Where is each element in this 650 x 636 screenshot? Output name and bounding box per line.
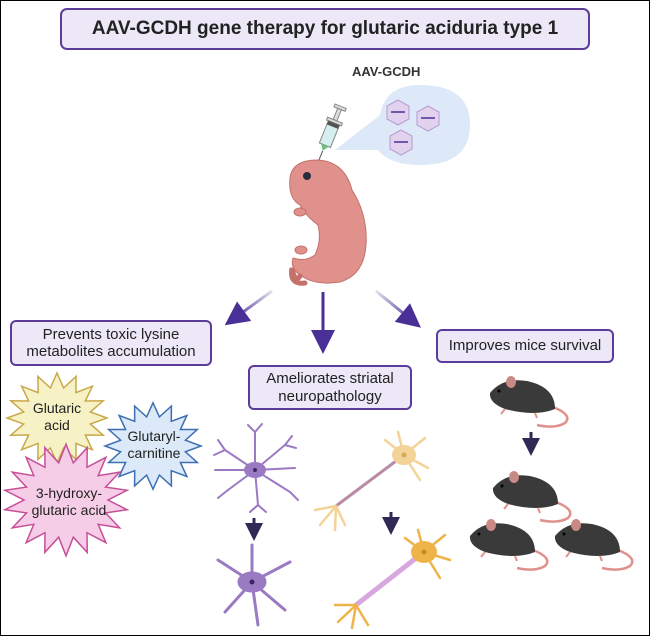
vector-label: AAV-GCDH xyxy=(352,64,421,79)
neuron-healthy-illustration xyxy=(333,528,452,630)
outcome-neuropathology: Ameliorates striatal neuropathology xyxy=(248,365,412,410)
astrocyte-normal-illustration xyxy=(216,543,292,627)
outcome-survival: Improves mice survival xyxy=(436,329,614,363)
aav-capsid-icon xyxy=(416,105,440,132)
metabolite-3-hydroxyglutaric-acid-label: 3-hydroxy-glutaric acid xyxy=(31,485,107,518)
astrocyte-reactive-illustration xyxy=(213,423,299,513)
aav-bubble xyxy=(335,85,470,165)
neuron-degenerated-illustration xyxy=(313,430,430,532)
aav-capsid-icon xyxy=(386,99,410,126)
outcome-metabolites: Prevents toxic lysine metabolites accumu… xyxy=(10,320,212,366)
metabolite-glutaric-acid-label: Glutaric acid xyxy=(32,400,82,433)
metabolite-glutarylcarnitine-label: Glutaryl-carnitine xyxy=(127,428,181,461)
mouse-icon xyxy=(489,376,569,428)
metabolite-starburst xyxy=(102,400,204,492)
mouse-icon xyxy=(469,519,549,571)
figure-title: AAV-GCDH gene therapy for glutaric acidu… xyxy=(60,8,590,50)
mouse-icon xyxy=(492,471,572,523)
mouse-icon xyxy=(554,519,634,571)
arrow-to-left-outcome xyxy=(224,289,273,326)
mouse-pup-illustration xyxy=(289,159,367,286)
metabolite-starburst xyxy=(2,442,130,558)
arrow-to-right-outcome xyxy=(375,289,421,328)
syringe-icon xyxy=(315,103,347,168)
aav-capsid-icon xyxy=(389,129,413,156)
